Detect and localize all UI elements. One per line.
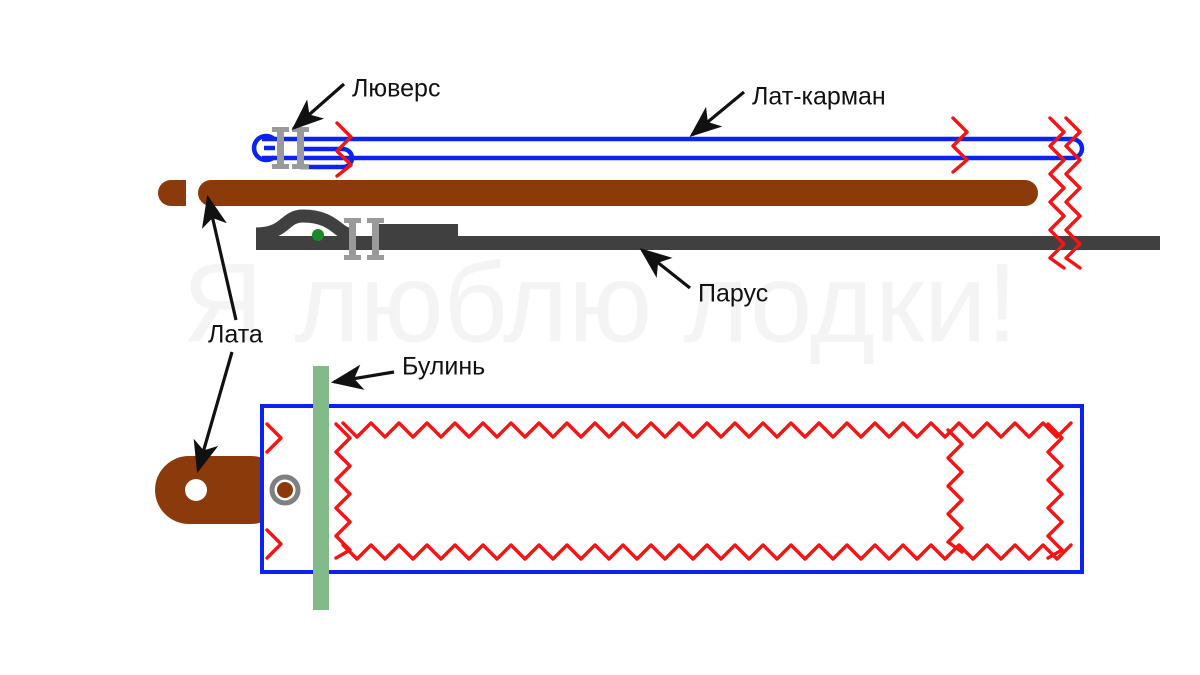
plan-batten-hole bbox=[185, 479, 207, 501]
plan-batten bbox=[155, 456, 285, 524]
label-lat-karman: Лат-карман bbox=[752, 83, 886, 111]
label-parus: Парус bbox=[698, 280, 768, 308]
leader-arrows bbox=[193, 82, 746, 474]
clip-flange-top bbox=[272, 127, 289, 132]
label-lata: Лата bbox=[208, 321, 263, 349]
stitch-end-b bbox=[1064, 116, 1082, 270]
arrow-lata-up bbox=[201, 194, 238, 321]
pocket-inner-fold bbox=[300, 146, 355, 170]
stub-bottom-left bbox=[265, 528, 283, 560]
side-view-assembly bbox=[158, 116, 1160, 270]
clip-stem bbox=[349, 218, 356, 260]
clip-stem bbox=[372, 218, 379, 260]
batten-body bbox=[198, 180, 1038, 206]
clip-flange-top bbox=[367, 218, 384, 223]
plan-view-assembly bbox=[155, 366, 1084, 610]
arrow-bulin bbox=[330, 364, 395, 390]
pocket-right-cap bbox=[262, 136, 1085, 161]
sail-upper-layer-bulge bbox=[255, 209, 352, 241]
rope-cross-section-dot bbox=[312, 229, 324, 241]
label-bulin: Булинь bbox=[402, 353, 485, 381]
clip-1 bbox=[272, 127, 289, 169]
arrow-lata bbox=[193, 351, 234, 474]
clip-stem bbox=[297, 127, 304, 169]
clip-flange-bottom bbox=[367, 255, 384, 260]
sail-lower-layer bbox=[256, 236, 1160, 250]
watermark-text: Я люблю лодки! bbox=[182, 241, 1017, 366]
stitch-mid-right bbox=[951, 116, 969, 174]
clip-4 bbox=[367, 218, 384, 260]
plan-stitch-left bbox=[334, 422, 352, 560]
stitch-left bbox=[335, 121, 353, 178]
plan-grommet-ring bbox=[269, 474, 301, 506]
batten-tip bbox=[158, 180, 186, 206]
plan-stitch-v-end bbox=[1046, 422, 1064, 560]
arrow-parus bbox=[639, 248, 691, 290]
clip-flange-bottom bbox=[344, 255, 361, 260]
stub-top-left bbox=[265, 422, 283, 454]
plan-grommet-hole bbox=[277, 482, 293, 498]
clip-flange-bottom bbox=[292, 164, 309, 169]
plan-bowline-rope bbox=[313, 366, 329, 610]
clip-flange-bottom bbox=[272, 164, 289, 169]
clip-flange-top bbox=[344, 218, 361, 223]
clip-3 bbox=[344, 218, 361, 260]
arrow-luvers bbox=[291, 82, 346, 131]
plan-stitch-bottom bbox=[341, 543, 1073, 561]
label-luvers: Люверс bbox=[352, 75, 440, 103]
arrow-lat-karman bbox=[689, 90, 746, 138]
eyelet-ring-edge bbox=[251, 133, 276, 163]
sail-upper-tab bbox=[378, 224, 458, 236]
clip-stem bbox=[277, 127, 284, 169]
plan-stitch-v-inner bbox=[946, 428, 964, 554]
stitch-end-a bbox=[1048, 116, 1066, 270]
